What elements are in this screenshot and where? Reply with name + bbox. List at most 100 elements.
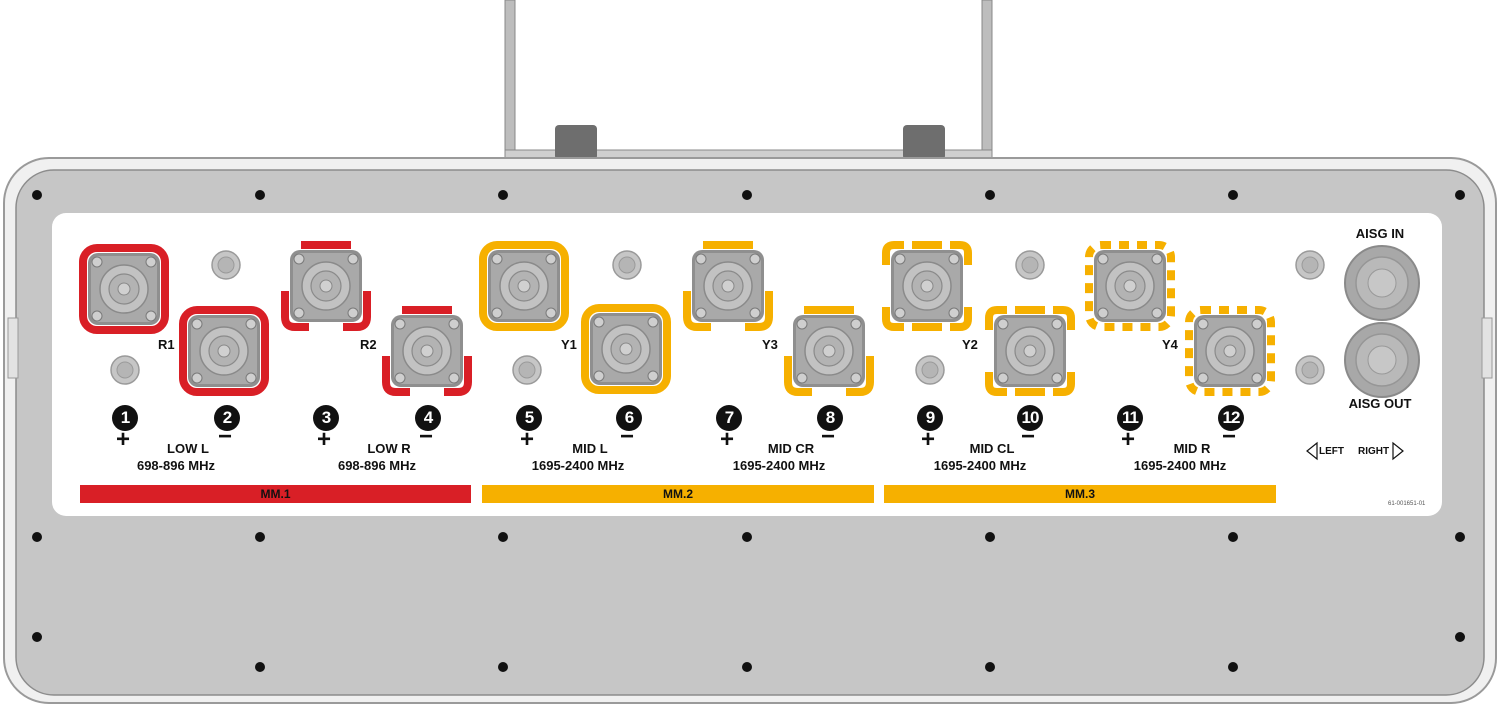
band-name-3: MID CR bbox=[767, 441, 815, 456]
rcu-label-y1: Y1 bbox=[561, 337, 577, 352]
screw bbox=[498, 190, 508, 200]
rf-connector bbox=[188, 315, 260, 387]
rf-connector bbox=[891, 250, 963, 322]
rcu-label-y2: Y2 bbox=[962, 337, 978, 352]
right-arrow-icon bbox=[1392, 441, 1404, 461]
port-color-ring bbox=[479, 241, 569, 331]
rcu-label-y4: Y4 bbox=[1162, 337, 1178, 352]
screw bbox=[985, 532, 995, 542]
port-color-ring bbox=[179, 306, 269, 396]
rf-connector bbox=[290, 250, 362, 322]
port-polarity-6: − bbox=[620, 423, 635, 450]
group-bar-mm1: MM.1 bbox=[80, 485, 471, 503]
screw bbox=[1455, 190, 1465, 200]
screw bbox=[1455, 632, 1465, 642]
port-number-12: 12 bbox=[1218, 405, 1244, 431]
port-polarity-4: − bbox=[419, 423, 434, 450]
screw bbox=[255, 190, 265, 200]
band-frequency-4: 1695-2400 MHz bbox=[933, 458, 1027, 473]
aisg-out-label: AISG OUT bbox=[1348, 396, 1412, 411]
band-frequency-5: 1695-2400 MHz bbox=[1133, 458, 1227, 473]
rf-connector bbox=[1194, 315, 1266, 387]
rcu-screw bbox=[110, 355, 140, 385]
group-bar-mm3: MM.3 bbox=[884, 485, 1276, 503]
port-number-3: 3 bbox=[313, 405, 339, 431]
rcu-label-r1: R1 bbox=[158, 337, 175, 352]
band-name-4: MID CL bbox=[969, 441, 1015, 456]
port-number-2: 2 bbox=[214, 405, 240, 431]
port-polarity-1: + bbox=[116, 426, 131, 453]
screw bbox=[32, 632, 42, 642]
port-polarity-2: − bbox=[218, 423, 233, 450]
port-color-ring bbox=[79, 244, 169, 334]
rcu-screw bbox=[1295, 250, 1325, 280]
port-color-ring bbox=[382, 306, 472, 396]
port-number-4: 4 bbox=[415, 405, 441, 431]
screw bbox=[1455, 532, 1465, 542]
screw bbox=[985, 662, 995, 672]
aisg-connector bbox=[1344, 322, 1420, 398]
screw bbox=[498, 662, 508, 672]
band-frequency-2: 1695-2400 MHz bbox=[531, 458, 625, 473]
port-number-8: 8 bbox=[817, 405, 843, 431]
screw bbox=[985, 190, 995, 200]
aisg-in-label: AISG IN bbox=[1355, 226, 1405, 241]
rcu-screw bbox=[612, 250, 642, 280]
port-color-ring bbox=[1085, 241, 1175, 331]
port-color-ring bbox=[1185, 306, 1275, 396]
port-polarity-8: − bbox=[821, 423, 836, 450]
port-color-ring bbox=[281, 241, 371, 331]
left-arrow-icon bbox=[1306, 441, 1318, 461]
port-number-7: 7 bbox=[716, 405, 742, 431]
rf-connector bbox=[590, 313, 662, 385]
screw bbox=[1228, 662, 1238, 672]
rcu-label-r2: R2 bbox=[360, 337, 377, 352]
rf-connector bbox=[1094, 250, 1166, 322]
band-name-1: LOW R bbox=[367, 441, 411, 456]
port-number-5: 5 bbox=[516, 405, 542, 431]
rcu-screw bbox=[1295, 355, 1325, 385]
band-name-5: MID R bbox=[1173, 441, 1211, 456]
port-polarity-11: + bbox=[1121, 426, 1136, 453]
port-number-10: 10 bbox=[1017, 405, 1043, 431]
port-polarity-3: + bbox=[317, 426, 332, 453]
screw bbox=[1228, 190, 1238, 200]
rf-connector bbox=[391, 315, 463, 387]
screw bbox=[498, 532, 508, 542]
aisg-connector bbox=[1344, 245, 1420, 321]
band-frequency-1: 698-896 MHz bbox=[337, 458, 417, 473]
port-color-ring bbox=[581, 304, 671, 394]
part-number: 61-001651-01 bbox=[1388, 501, 1426, 507]
port-color-ring bbox=[683, 241, 773, 331]
direction-left-label: LEFT bbox=[1319, 446, 1344, 457]
port-polarity-7: + bbox=[720, 426, 735, 453]
screw bbox=[742, 190, 752, 200]
screw bbox=[32, 532, 42, 542]
band-frequency-0: 698-896 MHz bbox=[136, 458, 216, 473]
screw bbox=[255, 532, 265, 542]
band-frequency-3: 1695-2400 MHz bbox=[732, 458, 826, 473]
port-color-ring bbox=[985, 306, 1075, 396]
rcu-screw bbox=[915, 355, 945, 385]
screw bbox=[32, 190, 42, 200]
rcu-screw bbox=[512, 355, 542, 385]
rf-connector bbox=[692, 250, 764, 322]
rf-connector bbox=[994, 315, 1066, 387]
band-name-2: MID L bbox=[572, 441, 608, 456]
port-color-ring bbox=[784, 306, 874, 396]
rcu-screw bbox=[1015, 250, 1045, 280]
band-name-0: LOW L bbox=[167, 441, 209, 456]
rf-connector bbox=[488, 250, 560, 322]
rcu-label-y3: Y3 bbox=[762, 337, 778, 352]
port-number-9: 9 bbox=[917, 405, 943, 431]
port-color-ring bbox=[882, 241, 972, 331]
screw bbox=[255, 662, 265, 672]
port-polarity-5: + bbox=[520, 426, 535, 453]
rcu-screw bbox=[211, 250, 241, 280]
screw bbox=[742, 532, 752, 542]
rf-connector bbox=[793, 315, 865, 387]
port-number-11: 11 bbox=[1117, 405, 1143, 431]
screw bbox=[1228, 532, 1238, 542]
